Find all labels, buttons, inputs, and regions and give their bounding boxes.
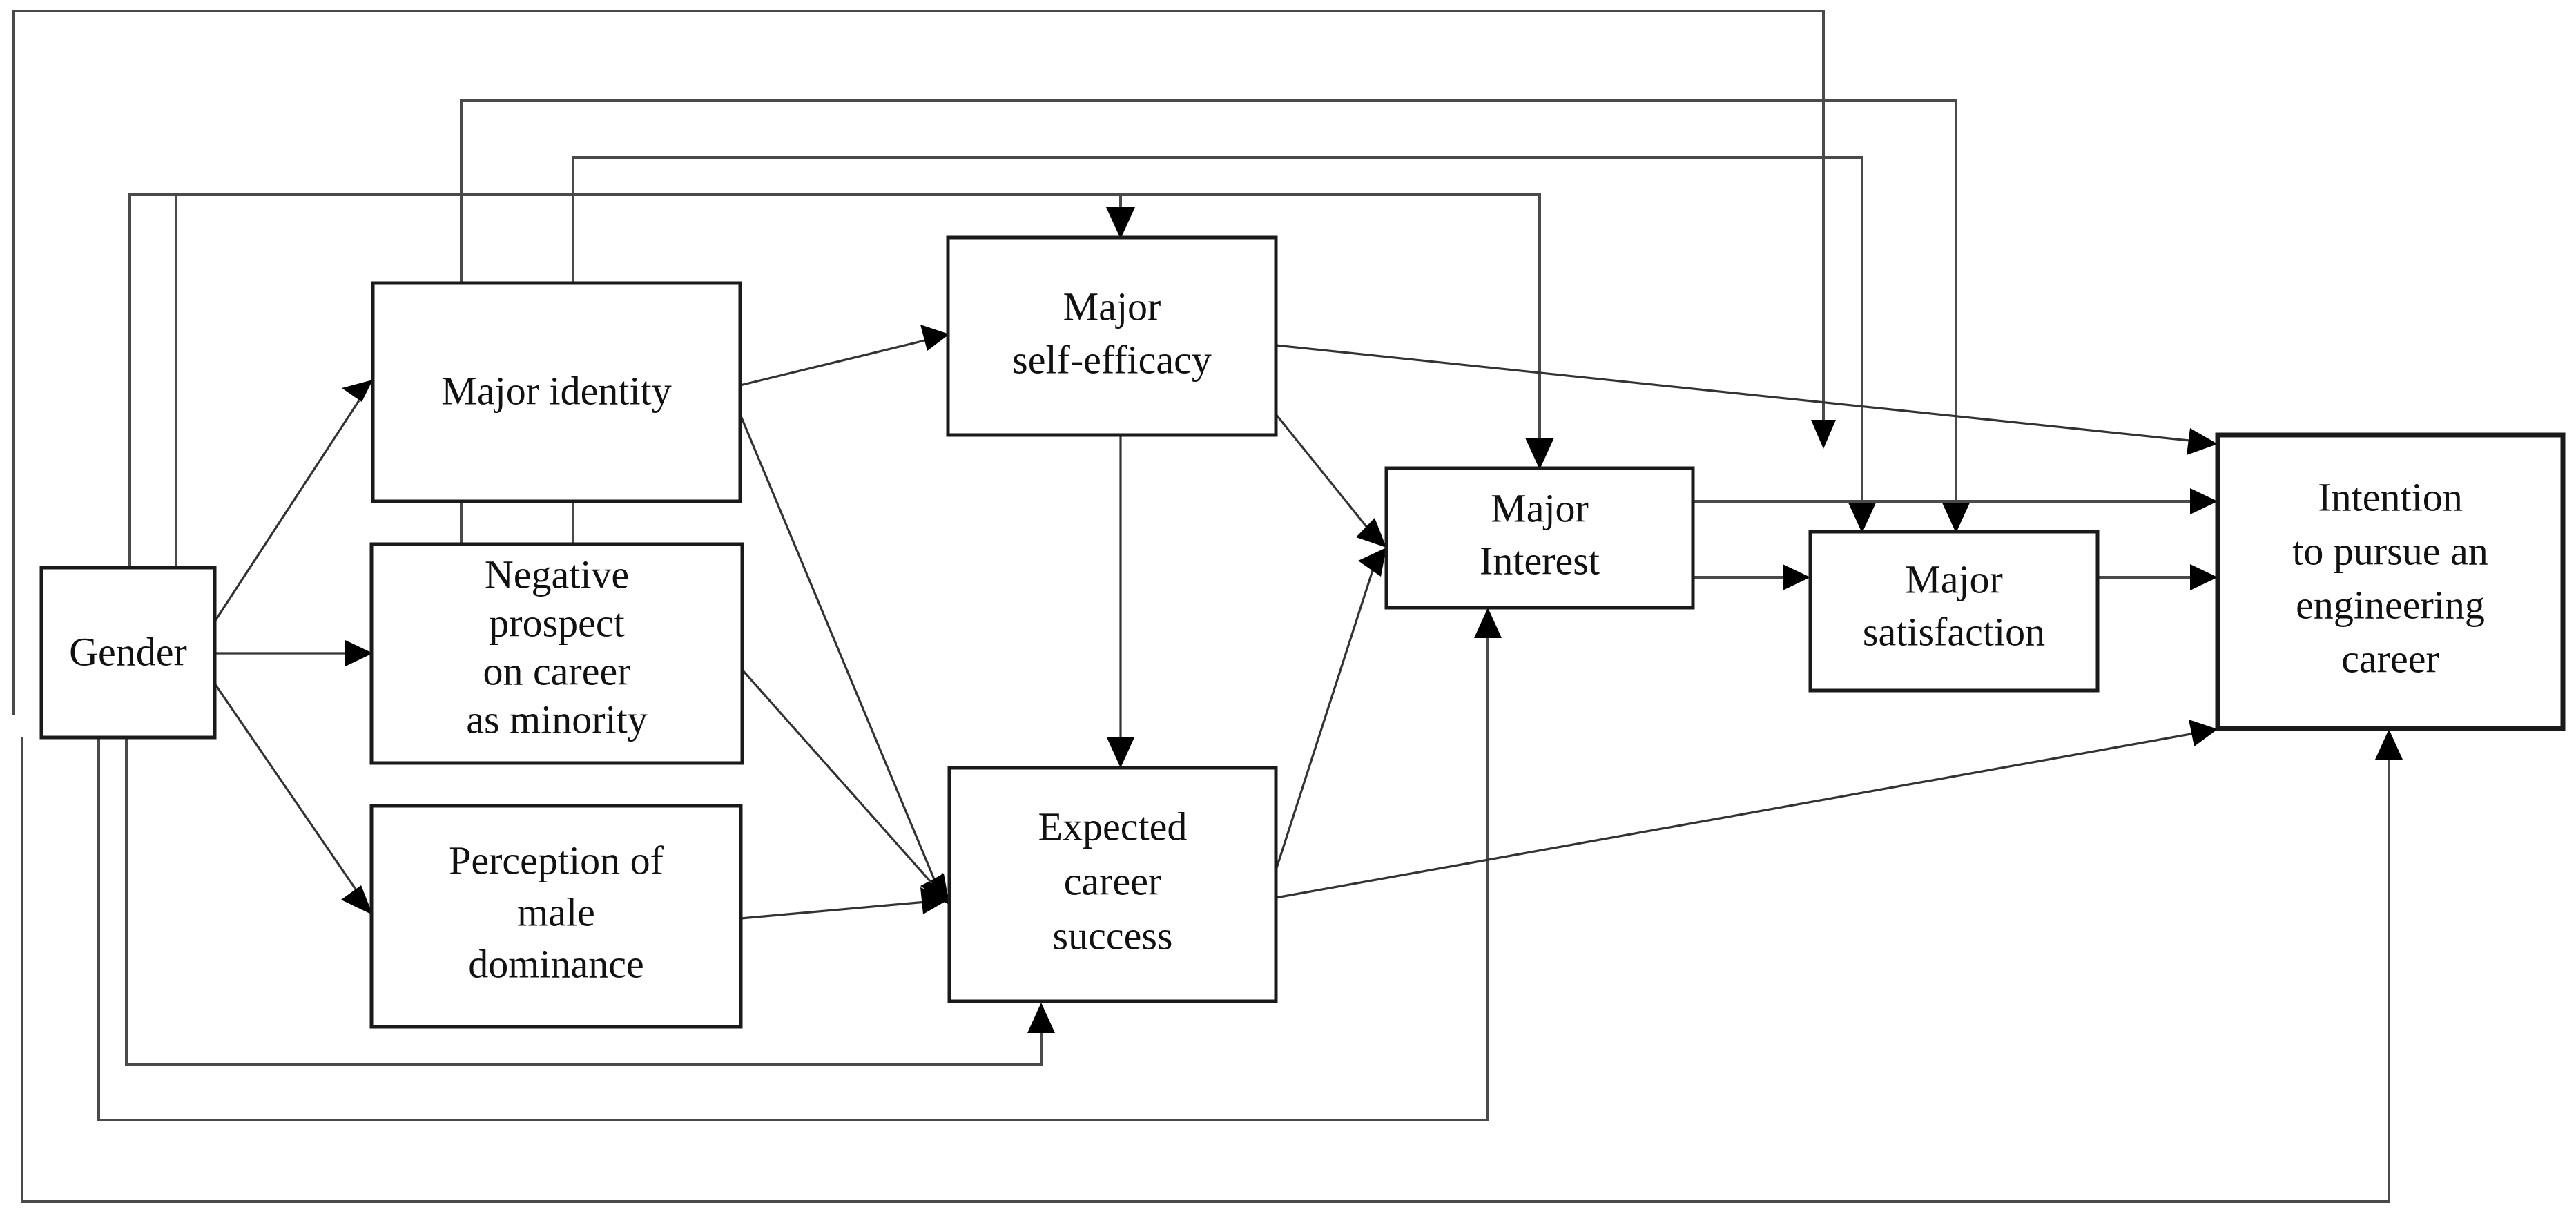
node-gender-box[interactable] bbox=[39, 566, 217, 740]
node-major-satisfaction-line-1: Major bbox=[1905, 557, 2003, 601]
edge-major-interest-to-satisfaction bbox=[1693, 564, 1810, 590]
node-intention-box[interactable] bbox=[2215, 432, 2566, 731]
node-intention[interactable]: Intention to pursue an engineering caree… bbox=[2215, 432, 2566, 731]
node-major-satisfaction-box[interactable] bbox=[1808, 530, 2100, 693]
node-intention-line-1: Intention bbox=[2318, 474, 2462, 519]
node-expected-success-line-3: success bbox=[1053, 913, 1173, 958]
edge-gender-to-interest-bottom bbox=[97, 608, 1502, 1121]
node-gender-label: Gender bbox=[69, 629, 187, 674]
node-major-interest-line-2: Interest bbox=[1480, 538, 1600, 583]
node-major-satisfaction[interactable]: Major satisfaction bbox=[1808, 530, 2100, 693]
edge-gender-to-self-efficacy-top bbox=[175, 193, 1135, 568]
edge-gender-to-intention-top bbox=[12, 10, 1836, 715]
node-major-identity-label: Major identity bbox=[441, 368, 671, 413]
edge-self-efficacy-to-intention bbox=[1275, 344, 2218, 455]
node-intention-line-3: engineering bbox=[2296, 582, 2485, 627]
node-expected-success[interactable]: Expected career success bbox=[947, 766, 1278, 1003]
node-negative-prospect-line-2: prospect bbox=[489, 600, 625, 645]
node-major-interest-line-1: Major bbox=[1491, 485, 1589, 530]
node-intention-line-2: to pursue an bbox=[2292, 528, 2488, 573]
edge-major-identity-to-expected-success bbox=[739, 414, 949, 905]
node-gender[interactable]: Gender bbox=[39, 566, 217, 740]
node-major-identity[interactable]: Major identity bbox=[371, 281, 742, 503]
edge-self-efficacy-to-expected-success bbox=[1107, 435, 1134, 768]
node-intention-line-4: career bbox=[2341, 636, 2439, 681]
edge-negative-prospect-to-expected-success bbox=[741, 668, 949, 905]
node-expected-success-line-2: career bbox=[1064, 858, 1162, 903]
node-major-satisfaction-line-2: satisfaction bbox=[1863, 609, 2045, 654]
node-male-dominance-line-3: dominance bbox=[468, 941, 643, 986]
node-negative-prospect[interactable]: Negative prospect on career as minority bbox=[369, 542, 744, 765]
edge-gender-to-male-dominance bbox=[213, 683, 373, 915]
node-negative-prospect-line-1: Negative bbox=[485, 552, 629, 597]
node-major-interest-box[interactable] bbox=[1384, 466, 1695, 610]
node-expected-success-box[interactable] bbox=[947, 766, 1278, 1003]
node-negative-prospect-line-3: on career bbox=[483, 648, 630, 693]
node-major-interest[interactable]: Major Interest bbox=[1384, 466, 1695, 610]
node-male-dominance-box[interactable] bbox=[369, 804, 743, 1029]
edge-major-identity-to-self-efficacy bbox=[739, 325, 949, 387]
node-self-efficacy-line-1: Major bbox=[1063, 284, 1161, 329]
edge-male-dominance-to-expected-success bbox=[740, 887, 949, 920]
node-self-efficacy-box[interactable] bbox=[946, 235, 1278, 437]
node-self-efficacy[interactable]: Major self-efficacy bbox=[946, 235, 1278, 437]
edge-expected-success-to-major-interest bbox=[1275, 548, 1386, 871]
node-expected-success-line-1: Expected bbox=[1038, 804, 1188, 849]
edge-major-interest-to-intention bbox=[1693, 488, 2218, 514]
edge-gender-to-interest-top bbox=[128, 193, 1554, 568]
edge-self-efficacy-to-major-interest bbox=[1275, 413, 1386, 548]
node-negative-prospect-line-4: as minority bbox=[466, 697, 648, 742]
node-major-identity-box[interactable] bbox=[371, 281, 742, 503]
node-male-dominance-line-2: male bbox=[517, 889, 595, 934]
edge-gender-to-major-identity bbox=[213, 380, 373, 622]
node-male-dominance-line-1: Perception of bbox=[449, 838, 664, 882]
edge-gender-to-expected-success-bottom bbox=[125, 737, 1055, 1066]
node-male-dominance[interactable]: Perception of male dominance bbox=[369, 804, 743, 1029]
edge-gender-to-negative-prospect bbox=[215, 640, 373, 666]
node-self-efficacy-line-2: self-efficacy bbox=[1012, 337, 1212, 382]
edge-expected-success-to-intention bbox=[1275, 720, 2218, 899]
node-negative-prospect-box[interactable] bbox=[369, 542, 744, 765]
edge-gender-to-intention-bottom bbox=[21, 729, 2403, 1203]
edge-satisfaction-to-intention bbox=[2098, 564, 2218, 590]
